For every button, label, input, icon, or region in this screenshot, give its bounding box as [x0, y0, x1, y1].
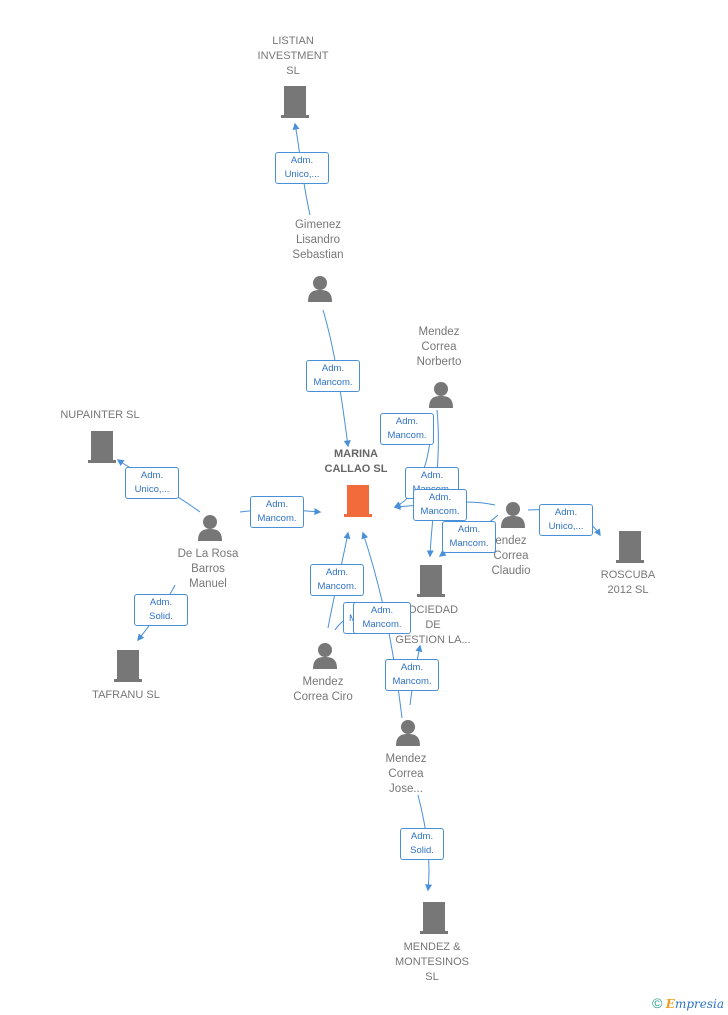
gimenez-person-icon: [308, 276, 332, 302]
relation-box[interactable]: Adm. Mancom.: [310, 564, 364, 596]
relation-box[interactable]: Adm. Unico,...: [125, 467, 179, 499]
relation-box[interactable]: Adm. Mancom.: [353, 602, 411, 634]
relation-box[interactable]: Adm. Mancom.: [380, 413, 434, 445]
node-roscuba[interactable]: ROSCUBA 2012 SL: [563, 568, 693, 598]
node-label: LISTIAN INVESTMENT SL: [257, 35, 329, 77]
sociedad-building-icon: [417, 565, 445, 597]
node-label: Mendez Correa Jose...: [385, 753, 427, 795]
node-label: NUPAINTER SL: [60, 409, 140, 421]
copyright-icon: ©: [652, 995, 663, 1011]
node-nupainter[interactable]: NUPAINTER SL: [35, 408, 165, 423]
mendez-montesinos-building-icon: [420, 902, 448, 934]
mendez-ciro-person-icon: [313, 643, 337, 669]
node-label: Gimenez Lisandro Sebastian: [292, 219, 344, 261]
brand-name: mpresia: [674, 997, 724, 1011]
node-delarosa[interactable]: De La Rosa Barros Manuel: [143, 547, 273, 592]
relation-box[interactable]: Adm. Mancom.: [250, 496, 304, 528]
node-label: ROSCUBA 2012 SL: [600, 569, 656, 596]
relation-box[interactable]: Adm. Solid.: [400, 828, 444, 860]
relation-box[interactable]: Adm. Mancom.: [385, 659, 439, 691]
node-sociedad[interactable]: OCIEDAD DE GESTION LA...: [368, 603, 498, 648]
node-label: OCIEDAD DE GESTION LA...: [395, 604, 471, 646]
nupainter-building-icon: [88, 431, 116, 463]
relation-box[interactable]: Adm. Mancom.: [306, 360, 360, 392]
delarosa-person-icon: [198, 515, 222, 541]
tafranu-building-icon: [114, 650, 142, 682]
mendez-claudio-person-icon: [501, 502, 525, 528]
relation-box[interactable]: Adm. Unico,...: [539, 504, 593, 536]
node-mendez-norberto[interactable]: Mendez Correa Norberto: [374, 325, 504, 370]
relation-box[interactable]: Adm. Solid.: [134, 594, 188, 626]
marina-building-icon: [344, 485, 372, 517]
roscuba-building-icon: [616, 531, 644, 563]
node-label: MENDEZ & MONTESINOS SL: [395, 941, 469, 983]
empresia-logo: © Empresia: [652, 995, 724, 1011]
node-tafranu[interactable]: TAFRANU SL: [61, 688, 191, 703]
node-label: Mendez Correa Ciro: [293, 676, 353, 703]
node-gimenez[interactable]: Gimenez Lisandro Sebastian: [253, 218, 383, 263]
node-mendez-claudio[interactable]: endez Correa Claudio: [446, 534, 576, 579]
mendez-jose-person-icon: [396, 720, 420, 746]
node-label: De La Rosa Barros Manuel: [177, 548, 239, 590]
mendez-norberto-person-icon: [429, 382, 453, 408]
node-label: MARINA CALLAO SL: [324, 448, 388, 475]
node-listian[interactable]: LISTIAN INVESTMENT SL: [228, 34, 358, 79]
relation-box[interactable]: Adm. Unico,...: [275, 152, 329, 184]
relation-box[interactable]: Adm. Mancom.: [413, 489, 467, 521]
node-marina[interactable]: MARINA CALLAO SL: [291, 447, 421, 477]
node-mendez-montesinos[interactable]: MENDEZ & MONTESINOS SL: [367, 940, 497, 985]
node-label: Mendez Correa Norberto: [416, 326, 462, 368]
node-label: endez Correa Claudio: [491, 535, 531, 577]
relation-box[interactable]: Adm. Mancom.: [442, 521, 496, 553]
node-label: TAFRANU SL: [92, 689, 160, 701]
node-mendez-ciro[interactable]: Mendez Correa Ciro: [258, 675, 388, 705]
node-mendez-jose[interactable]: Mendez Correa Jose...: [341, 752, 471, 797]
listian-building-icon: [281, 86, 309, 118]
brand-initial: E: [665, 997, 675, 1011]
